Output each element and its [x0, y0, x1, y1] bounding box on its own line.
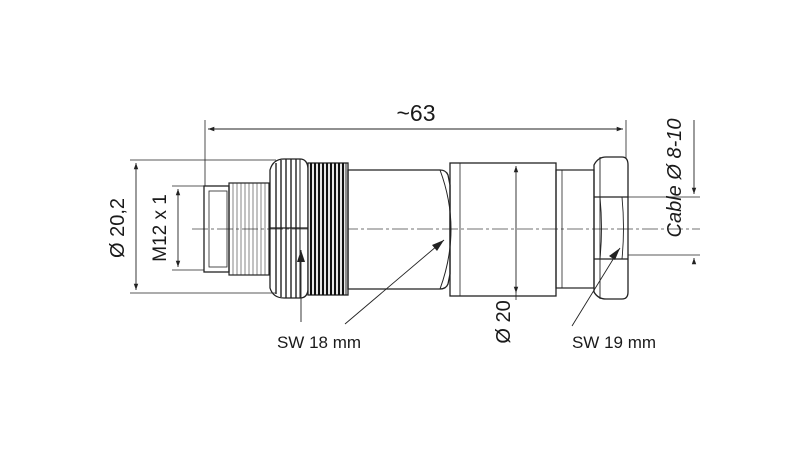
wrench-size-left-leader: [297, 250, 305, 322]
pressure-screw-hex: [593, 156, 629, 300]
cable-range-label: Cable Ø 8-10: [664, 119, 686, 238]
body-diameter-label: Ø 20: [493, 300, 515, 343]
coupling-nut: [269, 158, 309, 299]
wrench-size-right-label: SW 19 mm: [572, 333, 656, 352]
length-dimension: [204, 120, 627, 186]
overall-length-label: ~63: [396, 100, 435, 126]
connector-body: [347, 162, 595, 297]
thread-dimension: [172, 185, 204, 271]
wrench-size-left-label: SW 18 mm: [277, 333, 361, 352]
outer-diameter-dimension: [130, 159, 276, 294]
cable-range-dimension: [628, 120, 700, 265]
outer-diameter-label: Ø 20,2: [107, 198, 129, 258]
knurled-sleeve: [307, 162, 349, 296]
thread-label: M12 x 1: [150, 194, 171, 262]
wrench-size-body-leader: [344, 239, 445, 325]
plug-pin-section: [203, 182, 270, 276]
wrench-size-right-leader: [571, 247, 621, 327]
